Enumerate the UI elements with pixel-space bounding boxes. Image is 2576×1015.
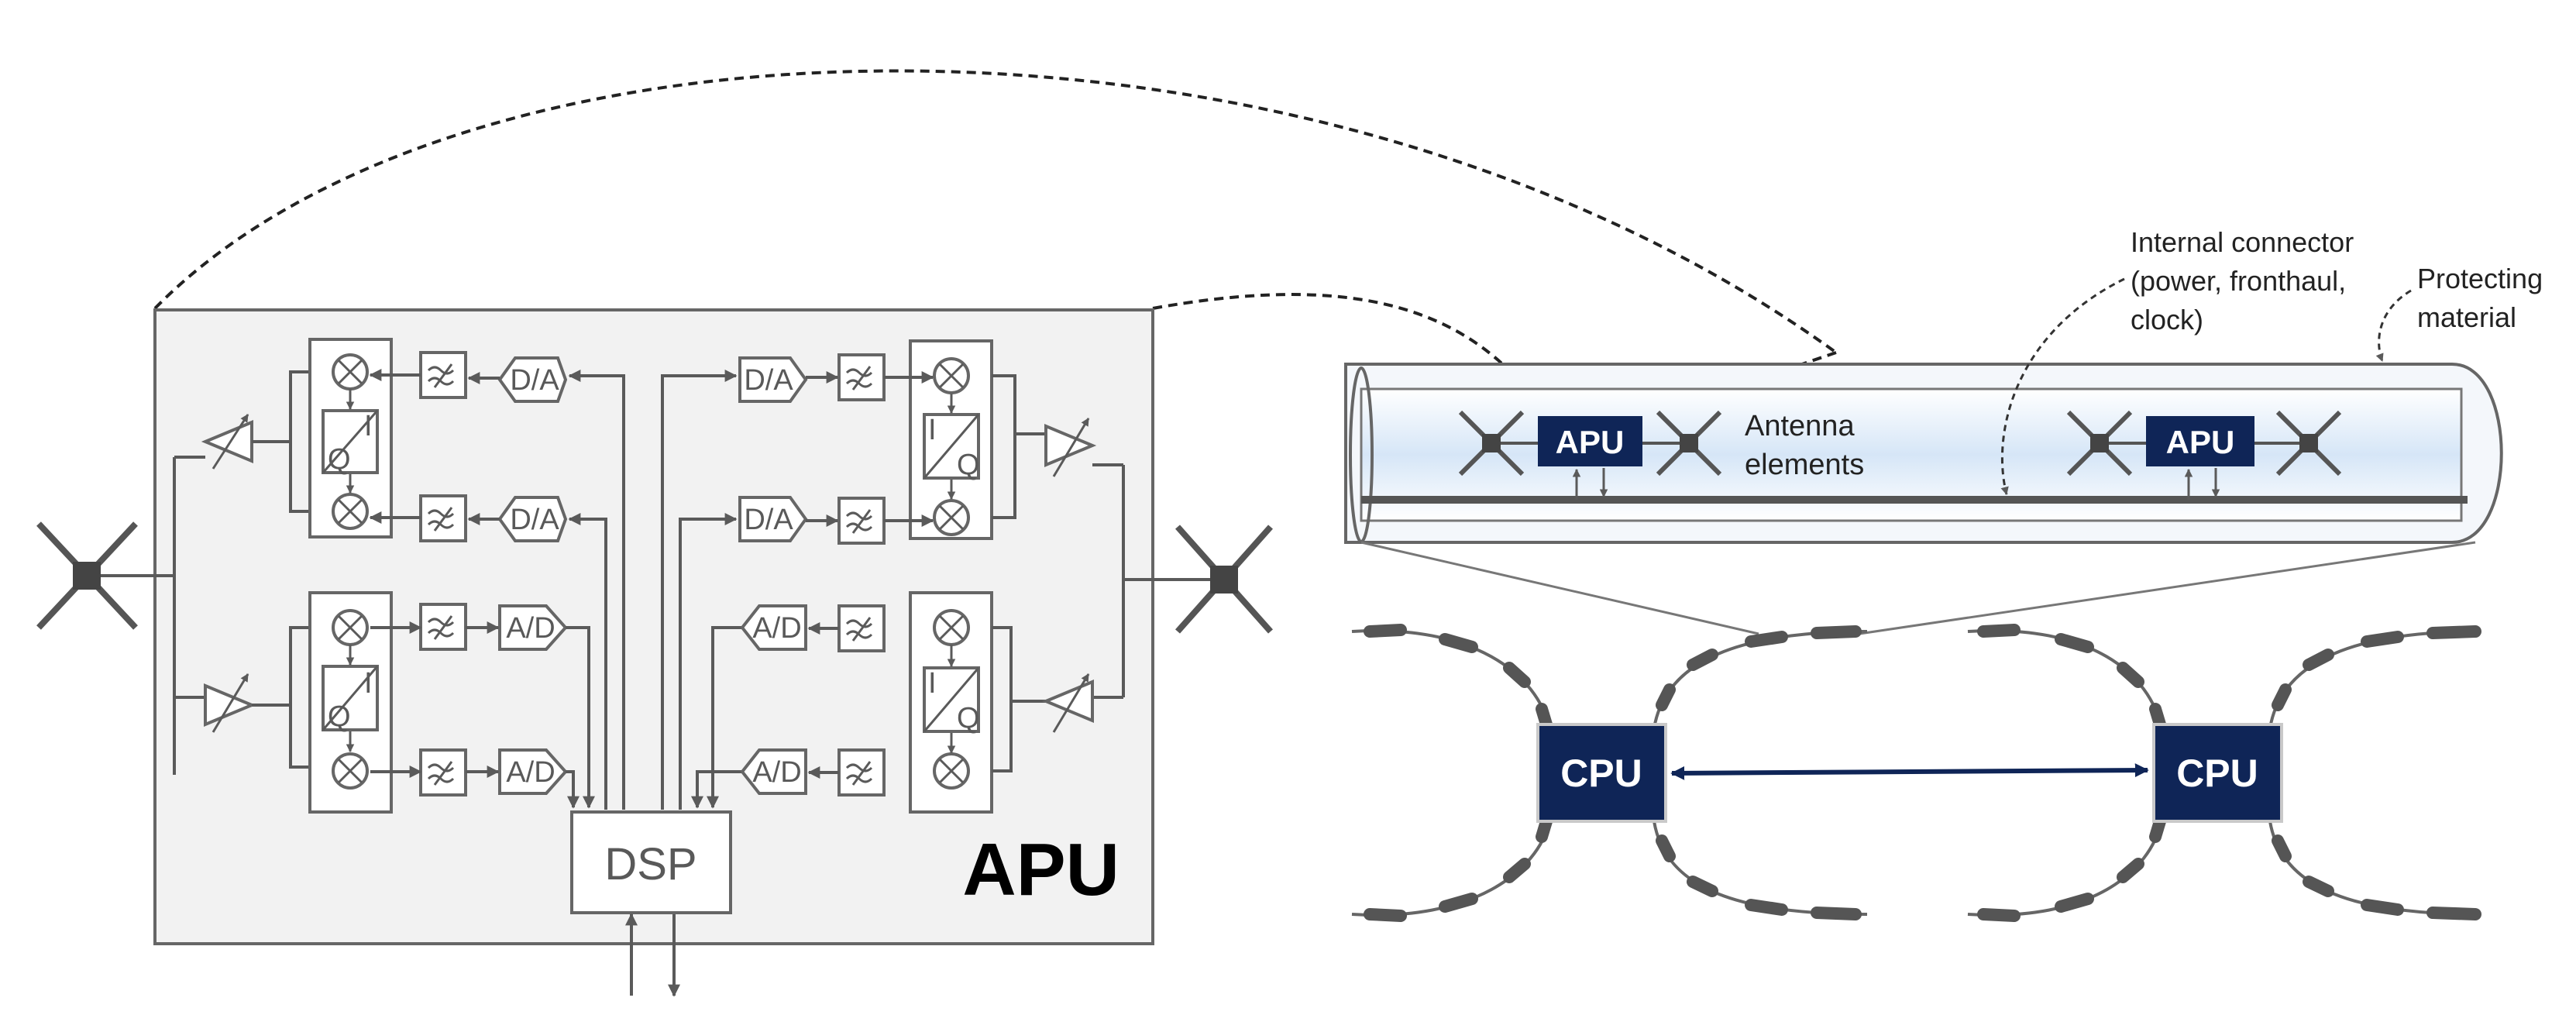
- left-ad-bottom: A/D: [498, 748, 568, 795]
- zoom-line-right: [1859, 541, 2476, 635]
- protecting-material-label-1: Protecting: [2417, 263, 2543, 294]
- cpu-right-box: CPU: [2152, 723, 2283, 823]
- svg-text:I: I: [928, 667, 937, 700]
- svg-text:I: I: [364, 667, 373, 700]
- svg-text:D/A: D/A: [744, 504, 793, 536]
- right-rx-amplifier: [1041, 673, 1094, 733]
- right-lower-mixer-box: I Q: [909, 591, 993, 814]
- svg-text:A/D: A/D: [752, 612, 801, 645]
- svg-text:I: I: [364, 410, 373, 442]
- internal-connector-label-3: clock): [2131, 304, 2203, 335]
- svg-text:CPU: CPU: [1560, 752, 1642, 795]
- svg-text:Q: Q: [957, 449, 980, 481]
- left-da-top: D/A: [497, 356, 568, 403]
- zoom-line-left: [1360, 541, 1759, 635]
- left-da-bottom: D/A: [497, 496, 568, 542]
- right-da-bottom: D/A: [738, 496, 808, 542]
- svg-text:CPU: CPU: [2176, 752, 2258, 795]
- svg-text:Q: Q: [328, 443, 351, 476]
- stripe-apu-right: APU: [2146, 416, 2254, 466]
- right-filters: [837, 353, 886, 797]
- antenna-elements-label-2: elements: [1745, 449, 1864, 481]
- antenna-elements-label-1: Antenna: [1745, 410, 1855, 442]
- svg-text:I: I: [928, 414, 937, 446]
- left-lower-mixer-box: I Q: [308, 591, 393, 814]
- protecting-material-label-2: material: [2417, 301, 2516, 333]
- svg-text:APU: APU: [1556, 424, 1625, 460]
- right-upper-mixer-box: I Q: [909, 339, 993, 540]
- right-antenna-icon: [1175, 525, 1273, 634]
- apu-panel-title: APU: [962, 828, 1119, 911]
- svg-text:APU: APU: [2166, 424, 2235, 460]
- dsp-block: DSP: [570, 810, 732, 914]
- svg-text:D/A: D/A: [510, 364, 559, 397]
- svg-text:D/A: D/A: [744, 364, 793, 397]
- right-ad-top: A/D: [740, 604, 807, 651]
- internal-connector-label-1: Internal connector: [2131, 226, 2354, 258]
- antenna-stripe: APU APU Antenna elements Internal connec…: [1344, 226, 2543, 544]
- stripe-left-antenna-a: [1458, 410, 1525, 477]
- svg-text:A/D: A/D: [506, 756, 555, 789]
- svg-text:D/A: D/A: [510, 504, 559, 536]
- right-da-top: D/A: [738, 356, 808, 403]
- stripe-apu-left: APU: [1538, 416, 1642, 466]
- connector-callout-line: [2000, 277, 2125, 496]
- right-ad-bottom: A/D: [740, 748, 807, 795]
- left-upper-mixer-box: I Q: [308, 338, 393, 538]
- svg-text:Q: Q: [957, 702, 980, 735]
- internal-connector-label-2: (power, fronthaul,: [2131, 265, 2346, 297]
- cpu-link-arrow: [1670, 763, 2149, 780]
- apu-detail-panel: APU: [36, 308, 1273, 997]
- stripe-left-antenna-b: [1656, 410, 1722, 477]
- stripe-right-antenna-b: [2275, 410, 2342, 477]
- left-antenna-icon: [36, 521, 138, 630]
- material-callout-line: [2375, 289, 2412, 362]
- svg-text:DSP: DSP: [604, 839, 696, 889]
- svg-text:A/D: A/D: [506, 612, 555, 645]
- right-tx-amplifier: [1044, 418, 1097, 477]
- left-ad-top: A/D: [498, 604, 568, 651]
- stripe-right-antenna-a: [2066, 410, 2133, 477]
- left-rx-amplifier: [204, 673, 256, 733]
- svg-text:A/D: A/D: [752, 756, 801, 789]
- svg-text:Q: Q: [328, 700, 351, 733]
- cpu-left-box: CPU: [1536, 723, 1667, 823]
- cpu-network: CPU CPU: [1351, 624, 2481, 922]
